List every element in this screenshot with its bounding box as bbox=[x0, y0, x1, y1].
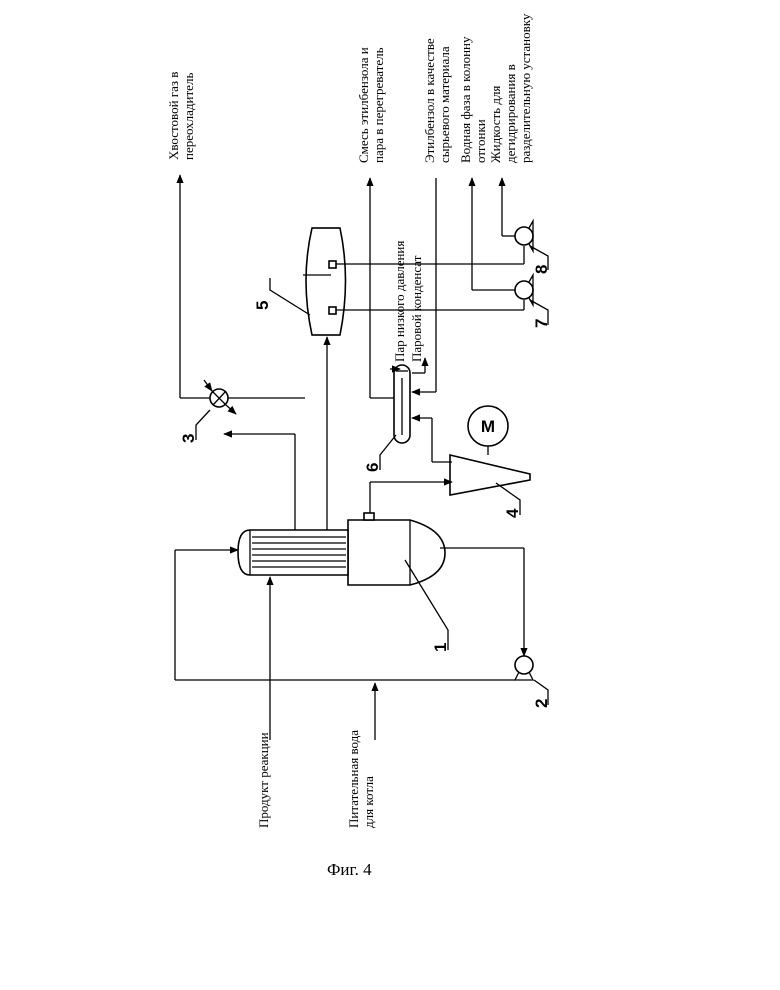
figure-caption: Фиг. 4 bbox=[327, 860, 372, 879]
label-water: Водная фаза в колонну bbox=[458, 36, 473, 163]
exchanger-6 bbox=[394, 365, 410, 443]
number-8: 8 bbox=[532, 265, 551, 274]
label-eb-2: сырьевого материала bbox=[437, 46, 452, 163]
number-3: 3 bbox=[179, 434, 198, 443]
separator-drum-5 bbox=[303, 228, 346, 335]
label-feed-water-2: для котла bbox=[361, 776, 376, 828]
heat-exchanger-tubes bbox=[238, 530, 348, 575]
number-5: 5 bbox=[253, 301, 272, 310]
number-1: 1 bbox=[431, 643, 450, 652]
pump-2 bbox=[515, 656, 533, 680]
label-water-2: отгонки bbox=[473, 119, 488, 163]
piping bbox=[175, 175, 524, 740]
label-tail-gas-2: переохладитель bbox=[181, 73, 196, 160]
label-liquid-2: дегидрирования в bbox=[503, 64, 518, 163]
number-4: 4 bbox=[503, 508, 522, 518]
label-eb: Этилбензол в качестве bbox=[422, 38, 437, 163]
label-mix: Смесь этилбензола и bbox=[356, 47, 371, 163]
label-liquid-3: разделительную установку bbox=[518, 13, 533, 163]
label-condensate: Паровой конденсат bbox=[409, 255, 424, 362]
compressor-4 bbox=[450, 446, 530, 495]
motor: M bbox=[468, 406, 508, 446]
number-2: 2 bbox=[532, 699, 551, 708]
cooler-3 bbox=[204, 380, 236, 414]
label-tail-gas: Хвостовой газ в bbox=[166, 72, 181, 160]
label-mix-2: пара в перегреватель bbox=[371, 47, 386, 163]
label-product: Продукт реакции bbox=[256, 732, 271, 828]
number-6: 6 bbox=[363, 463, 382, 472]
number-7: 7 bbox=[532, 319, 551, 328]
label-low-steam: Пар низкого давления bbox=[392, 241, 407, 362]
vessel-1 bbox=[348, 513, 445, 585]
label-liquid: Жидкость для bbox=[488, 86, 503, 163]
label-feed-water: Питательная вода bbox=[346, 730, 361, 828]
motor-label: M bbox=[481, 417, 495, 436]
